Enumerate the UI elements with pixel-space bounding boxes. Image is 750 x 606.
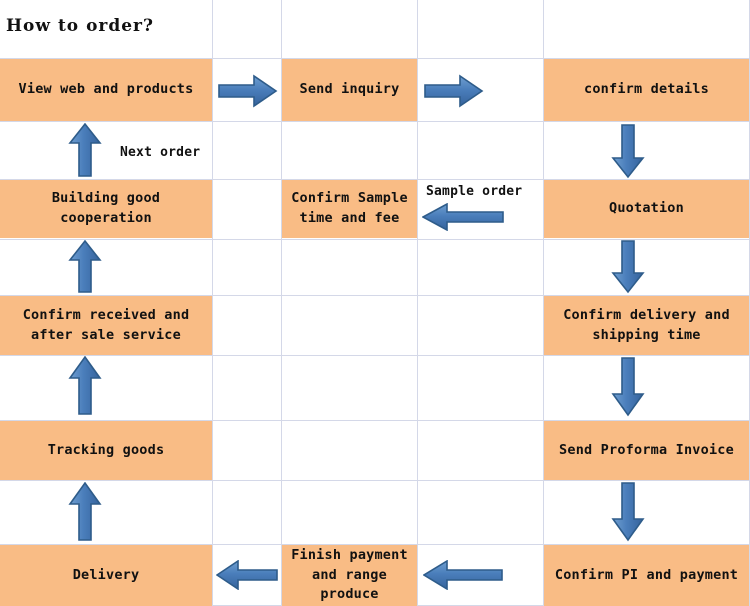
arrow-cooperation-to-view-icon — [68, 123, 102, 178]
arrow-quotation-to-confirm-delivery-icon — [611, 240, 645, 294]
arrow-finish-payment-to-delivery-icon — [216, 560, 278, 590]
arrow-delivery-to-proforma-icon — [611, 357, 645, 417]
grid-line-horizontal — [0, 480, 750, 481]
flow-box-confirm-pi-and-payment[interactable]: Confirm PI and payment — [544, 545, 749, 606]
grid-line-horizontal — [0, 239, 750, 240]
arrow-pi-to-finish-payment-icon — [423, 560, 503, 590]
flow-box-quotation[interactable]: Quotation — [544, 180, 749, 238]
flow-box-view-web-and-products[interactable]: View web and products — [0, 59, 212, 121]
page-title: How to order? — [6, 16, 154, 36]
grid-line-vertical — [281, 0, 282, 606]
grid-line-horizontal — [0, 179, 750, 180]
grid-line-horizontal — [0, 58, 750, 59]
flow-box-send-inquiry[interactable]: Send inquiry — [282, 59, 417, 121]
grid-line-horizontal — [0, 355, 750, 356]
flow-box-building-good-cooperation[interactable]: Building good cooperation — [0, 180, 212, 238]
flow-box-confirm-received-and-after-sale-service[interactable]: Confirm received and after sale service — [0, 296, 212, 355]
grid-line-horizontal — [0, 544, 750, 545]
arrow-view-to-inquiry-icon — [218, 74, 278, 108]
grid-line-horizontal — [0, 295, 750, 296]
grid-line-vertical — [417, 0, 418, 606]
arrow-proforma-to-pi-icon — [611, 482, 645, 542]
flow-box-tracking-goods[interactable]: Tracking goods — [0, 421, 212, 480]
grid-line-vertical — [543, 0, 544, 606]
grid-line-horizontal — [0, 420, 750, 421]
arrow-tracking-to-confirm-received-icon — [68, 356, 102, 416]
grid-line-vertical — [212, 0, 213, 606]
flow-box-confirm-sample-time-and-fee[interactable]: Confirm Sample time and fee — [282, 180, 417, 238]
grid-line-horizontal — [0, 121, 750, 122]
flow-box-confirm-delivery-and-shipping-time[interactable]: Confirm delivery and shipping time — [544, 296, 749, 355]
flow-box-delivery[interactable]: Delivery — [0, 545, 212, 606]
arrow-confirm-received-to-cooperation-icon — [68, 240, 102, 294]
flow-box-finish-payment-and-range-produce[interactable]: Finish payment and range produce — [282, 545, 417, 606]
arrow-delivery-to-tracking-icon — [68, 482, 102, 542]
label-sample-order: Sample order — [426, 184, 523, 199]
arrow-quotation-to-sample-icon — [422, 203, 504, 231]
flow-box-confirm-details[interactable]: confirm details — [544, 59, 749, 121]
label-next-order: Next order — [120, 145, 201, 160]
arrow-inquiry-to-details-icon — [424, 74, 484, 108]
flow-box-send-proforma-invoice[interactable]: Send Proforma Invoice — [544, 421, 749, 480]
arrow-details-to-quotation-icon — [611, 124, 645, 179]
